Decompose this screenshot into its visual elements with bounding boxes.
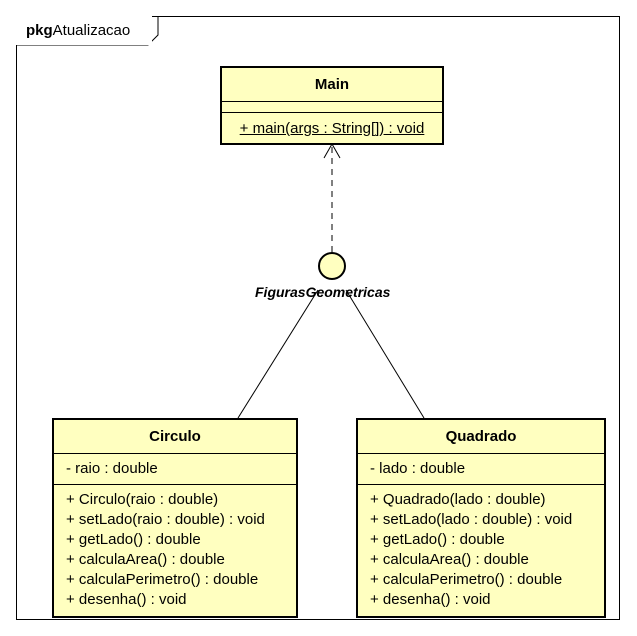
operation: + setLado(raio : double) : void [66,511,265,528]
class-name: Main [222,68,442,102]
class-name: Quadrado [358,420,604,454]
operations-compartment: + Circulo(raio : double) + setLado(raio … [54,485,296,615]
operation: + calculaPerimetro() : double [370,571,563,588]
operation: + setLado(lado : double) : void [370,511,573,528]
package-name: Atualizacao [52,22,131,39]
operation: + main(args : String[]) : void [239,120,425,137]
operation: + getLado() : double [66,531,201,548]
quadrado-realization-line [345,289,425,419]
operation: + calculaPerimetro() : double [66,571,259,588]
operation: + calculaArea() : double [370,551,529,568]
attributes-compartment: - raio : double [54,454,296,485]
circulo-realization-line [237,289,319,419]
class-name: Circulo [54,420,296,454]
attribute: - lado : double [370,460,466,477]
class-main[interactable]: Main + main(args : String[]) : void [220,66,444,145]
class-quadrado[interactable]: Quadrado - lado : double + Quadrado(lado… [356,418,606,618]
package-keyword: pkg [26,22,53,39]
operation: + desenha() : void [370,591,491,608]
operation: + Circulo(raio : double) [66,491,219,508]
package-tab-outline [16,16,159,46]
interface-lollipop-icon [318,252,346,280]
operation: + calculaArea() : double [66,551,225,568]
attributes-compartment: - lado : double [358,454,604,485]
operation: + getLado() : double [370,531,505,548]
operation: + desenha() : void [66,591,187,608]
attributes-compartment [222,102,442,113]
interface-name: FigurasGeometricas [255,284,391,300]
operation: + Quadrado(lado : double) [370,491,546,508]
operations-compartment: + Quadrado(lado : double) + setLado(lado… [358,485,604,615]
attribute: - raio : double [66,460,158,477]
operations-compartment: + main(args : String[]) : void [222,113,442,145]
package-tab: pkgAtualizacao [16,16,153,45]
class-circulo[interactable]: Circulo - raio : double + Circulo(raio :… [52,418,298,618]
